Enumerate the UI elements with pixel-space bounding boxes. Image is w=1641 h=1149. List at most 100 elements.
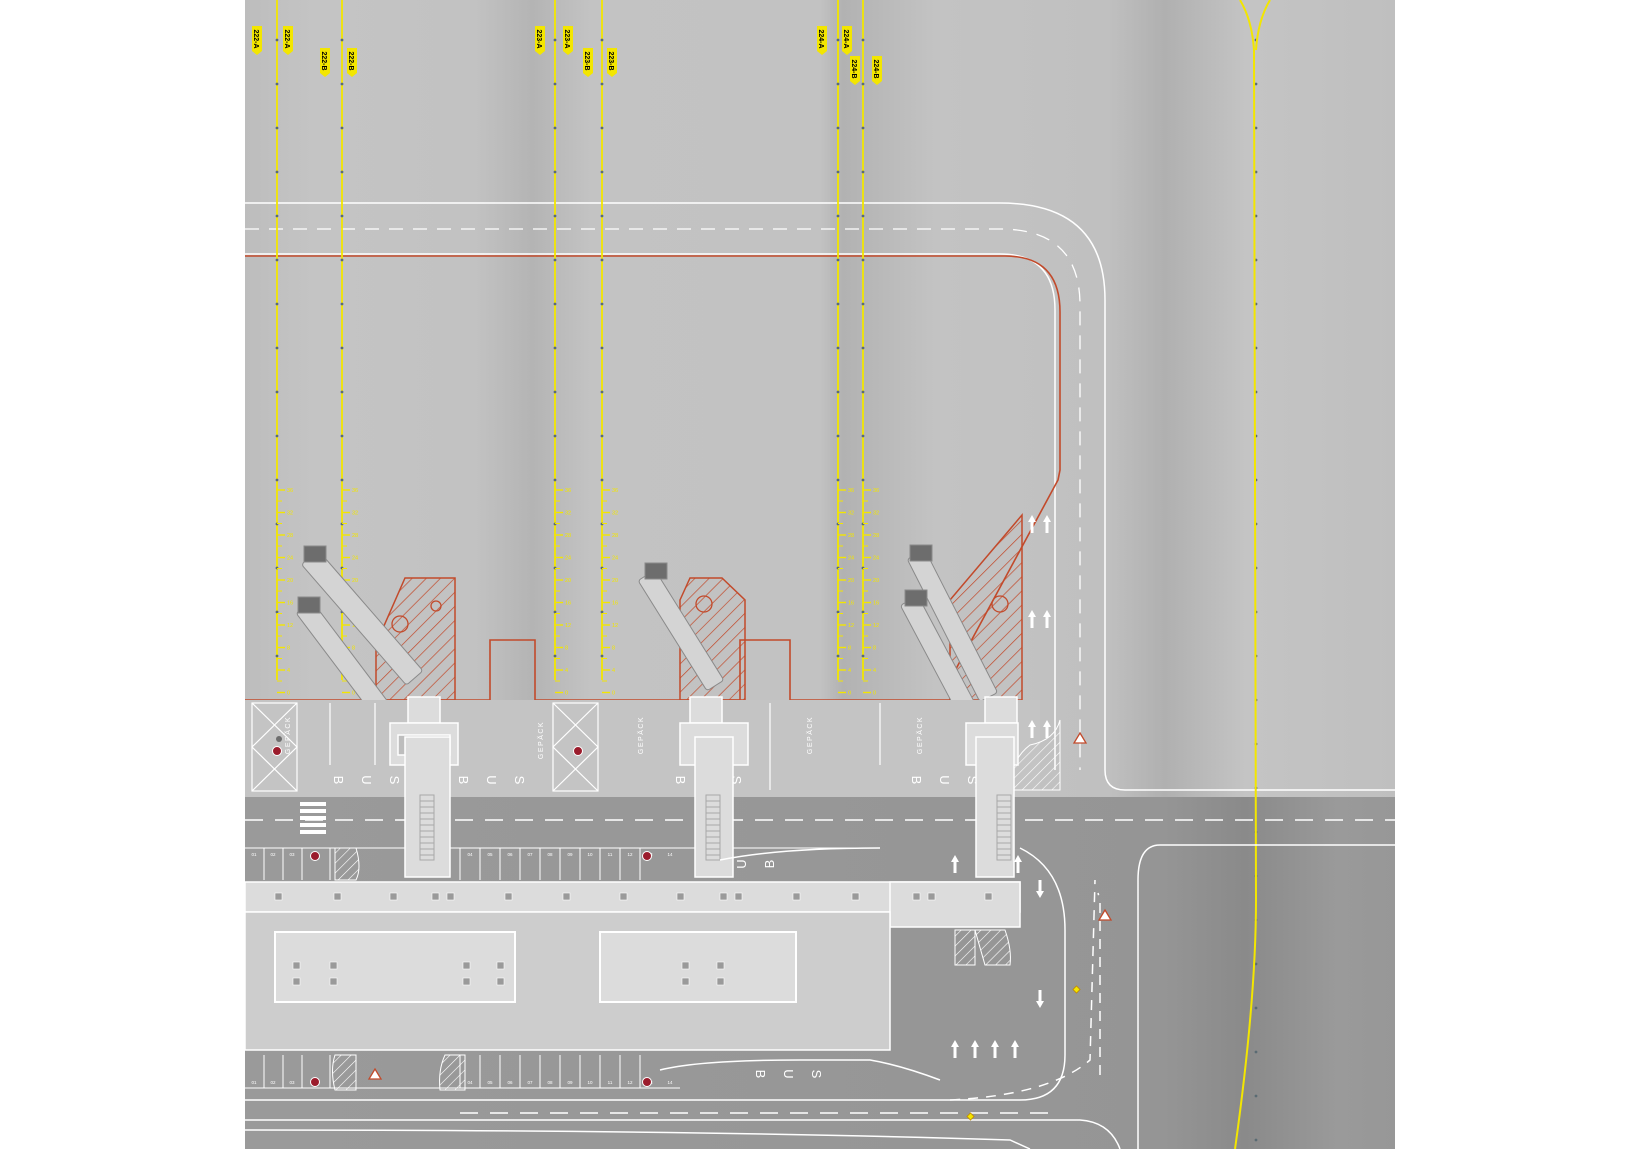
scale-label: 4	[287, 668, 290, 674]
lead-in-dot	[836, 346, 840, 350]
lead-in-dot	[275, 170, 279, 174]
building-column	[984, 892, 993, 901]
parking-space-label: 06	[507, 852, 513, 857]
building-column	[562, 892, 571, 901]
taxiway-dot	[1254, 1050, 1258, 1054]
lead-in-dot	[340, 82, 344, 86]
stand-marker-tag	[583, 48, 593, 77]
parking-space-label: 02	[270, 852, 276, 857]
parking-space-label: 05	[487, 1080, 493, 1085]
baggage-label: GEPÄCK	[284, 716, 292, 754]
no-stopping-signs	[272, 746, 652, 1087]
lead-in-dot	[275, 346, 279, 350]
parking-space-label: 14	[667, 852, 673, 857]
taxiway-dot	[1254, 126, 1258, 130]
parking-space-label: 01	[251, 852, 257, 857]
lead-in-dot	[275, 258, 279, 262]
scale-label: 4	[873, 668, 876, 674]
lead-in-dot	[600, 214, 604, 218]
lead-in-dot	[340, 170, 344, 174]
building-column	[912, 892, 921, 901]
boarding-bridge-222b	[296, 596, 390, 717]
building-column	[292, 977, 301, 986]
lead-in-dot	[600, 390, 604, 394]
baggage-areas	[251, 702, 881, 792]
bus-lane-letter: B	[673, 776, 688, 785]
lead-in-dot	[553, 346, 557, 350]
scale-label: 12	[565, 623, 571, 629]
arrow-up-icon	[1014, 855, 1022, 873]
scale-label: 36	[565, 488, 571, 494]
bus-lane-letter: S	[965, 776, 980, 785]
boarding-bridge-223	[638, 562, 724, 691]
bus-lane-letter: U	[781, 1069, 796, 1078]
lead-in-dot	[600, 478, 604, 482]
bus-lane-letter: B	[331, 776, 346, 785]
arrow-up-icon	[1028, 515, 1036, 533]
stand-marker-label: 223-B	[583, 51, 590, 70]
scale-label: 36	[848, 488, 854, 494]
taxiway-dot	[1254, 1006, 1258, 1010]
stand-marker-tag	[817, 26, 827, 55]
lead-in-dot	[275, 478, 279, 482]
building-column	[734, 892, 743, 901]
arrow-up-icon	[951, 1040, 959, 1058]
scale-label: 12	[848, 623, 854, 629]
stand-marker-tag	[252, 26, 262, 55]
lead-in-dot	[836, 434, 840, 438]
lead-in-dot	[340, 302, 344, 306]
arrow-up-icon	[1043, 720, 1051, 738]
lead-in-dot	[861, 214, 865, 218]
hydrant-markers	[966, 985, 1081, 1121]
scale-label: 28	[848, 533, 854, 539]
lead-in-dot	[861, 610, 865, 614]
lead-in-dot	[340, 258, 344, 262]
building-column	[431, 892, 440, 901]
bus-lane-letter: S	[512, 776, 527, 785]
lead-in-dot	[836, 126, 840, 130]
scale-label: 0	[565, 691, 568, 697]
baggage-label: GEPÄCK	[916, 716, 924, 754]
building-column	[329, 961, 338, 970]
scale-label: 8	[287, 646, 290, 652]
lead-in-dot	[861, 170, 865, 174]
scale-label: 28	[873, 533, 879, 539]
lead-in-dot	[275, 38, 279, 42]
lead-in-dot	[861, 478, 865, 482]
parking-space-label: 02	[270, 1080, 276, 1085]
lead-in-dot	[553, 82, 557, 86]
lead-in-dot	[553, 390, 557, 394]
scale-label: 32	[565, 511, 571, 517]
scale-label: 32	[352, 511, 358, 517]
stand-marker-tag	[607, 48, 617, 77]
lead-in-dot	[553, 214, 557, 218]
lead-in-dot	[836, 390, 840, 394]
parking-space-label: 07	[527, 852, 533, 857]
scale-label: 16	[565, 601, 571, 607]
lead-in-dot	[275, 82, 279, 86]
scale-label: 0	[873, 691, 876, 697]
arrow-up-icon	[1043, 515, 1051, 533]
lead-in-dot	[340, 390, 344, 394]
scale-label: 20	[287, 578, 293, 584]
building-column	[329, 977, 338, 986]
stand-marker-label: 223-A	[563, 29, 570, 48]
stand-marker-tag	[535, 26, 545, 55]
arrow-up-icon	[1028, 720, 1036, 738]
scale-label: 24	[352, 556, 358, 562]
bus-lane-letter: B	[762, 860, 777, 869]
bus-lane-letter: S	[387, 776, 402, 785]
scale-label: 36	[352, 488, 358, 494]
building-column	[851, 892, 860, 901]
stand-223-a-2: 223-A	[563, 26, 573, 55]
lead-in-dot	[600, 170, 604, 174]
stand-222-a-1: 222-A	[252, 26, 262, 55]
parking-space-label: 12	[627, 1080, 633, 1085]
stand-marker-label: 224-A	[817, 29, 824, 48]
stand-224-b-1: 224-B	[850, 56, 860, 85]
scale-label: 16	[848, 601, 854, 607]
stand-224-a-2: 224-A	[842, 26, 852, 55]
